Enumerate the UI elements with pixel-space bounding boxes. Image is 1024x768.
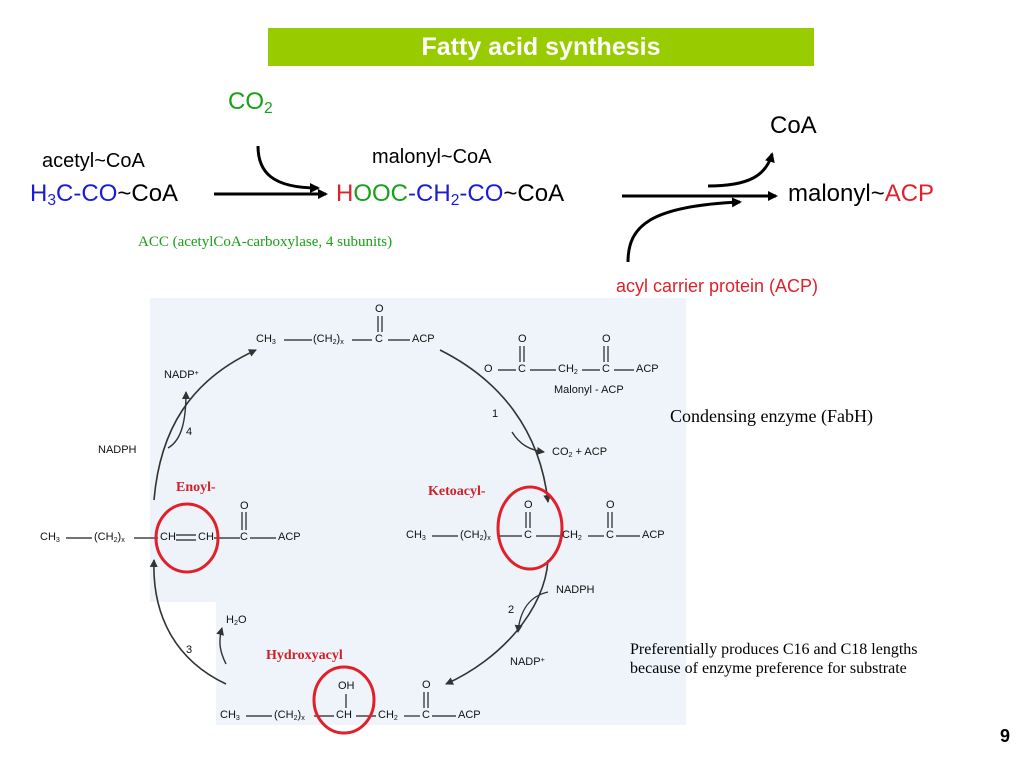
page-number: 9 [1000,726,1011,746]
hydroxy-row-ch: CH [336,709,352,721]
malonyl-acp-o-minus: O [484,363,493,375]
highlight-hydroxyacyl [312,665,376,735]
coa-out-label: CoA [770,112,817,139]
enoyl-row-acp: ACP [278,531,301,543]
step-3: 3 [186,644,193,656]
co2-label: CO2 [228,88,273,117]
figure-panel-bottom [216,600,686,725]
arrow-co2-in [256,145,320,193]
keto-row-o1: O [524,499,533,511]
malonyl-coa-label: malonyl~CoA [372,146,492,168]
hydroxy-row-oh: OH [338,680,355,692]
ketoacyl-label: Ketoacyl- [428,484,486,499]
condensing-enzyme-label: Condensing enzyme (FabH) [670,406,873,426]
acc-label: ACC (acetylCoA-carboxylase, 4 subunits) [138,234,393,250]
nadph-left: NADPH [98,444,137,456]
arrow-coa-out [707,152,775,188]
hydroxyacyl-label: Hydroxyacyl [266,648,343,663]
arrow-co2-acp-out [511,431,545,455]
malonyl-acp-struct-label: Malonyl - ACP [554,384,624,396]
keto-row-acp: ACP [642,529,665,541]
enoyl-row-c: C [240,531,248,543]
nadp-plus-bottom: NADP+ [510,655,545,668]
hydroxy-row-ch3: CH3 [220,709,240,722]
malonyl-acp-formula: malonyl~ACP [788,180,935,207]
cycle-arc-step1 [439,349,552,503]
top-row-ch2x: (CH2)x [313,333,344,346]
acp-label: acyl carrier protein (ACP) [616,276,819,296]
hydroxy-row-c: C [422,709,430,721]
enoyl-label: Enoyl- [176,480,216,495]
cycle-arc-step4 [153,349,257,501]
step-1: 1 [492,408,499,420]
highlight-ketoacyl [496,485,564,571]
enoyl-row-ch2x: (CH2)x [94,531,125,544]
highlight-enoyl [154,502,220,574]
page-title: Fatty acid synthesis [268,28,814,66]
keto-row-ch2x: (CH2)x [460,529,491,542]
step-2: 2 [508,604,515,616]
arrow-acp-in [626,197,742,263]
malonyl-acp-ch2: CH2 [558,363,578,376]
h2o-release: H2O [226,614,247,627]
malonyl-coa-formula: HOOC-CH2-CO~CoA [336,180,565,209]
keto-row-c2: C [606,529,614,541]
acetyl-coa-formula: H3C-CO~CoA [30,180,179,209]
enoyl-row-ch3: CH3 [40,531,60,544]
hydroxy-row-ch2: CH2 [378,709,398,722]
co2-acp-release: CO2 + ACP [552,446,608,459]
hydroxy-row-ch2x: (CH2)x [274,709,305,722]
top-row-o: O [375,303,384,315]
malonyl-acp-c1: C [518,363,526,375]
top-row-ch3: CH3 [256,333,276,346]
nadp-plus-top: NADP+ [164,368,199,381]
top-row-c: C [375,333,383,345]
malonyl-acp-o2: O [602,333,611,345]
hydroxy-row-o: O [422,679,431,691]
enoyl-row-o: O [240,500,249,512]
keto-row-ch2: CH2 [562,529,582,542]
malonyl-acp-acp: ACP [636,363,659,375]
arrow-nadph-nadp-left [167,391,190,449]
hydroxy-row-acp: ACP [458,709,481,721]
figure-panel-top [150,298,686,482]
top-row-acp: ACP [412,333,435,345]
arrow-nadph-in-right [514,591,549,633]
keto-row-ch3: CH3 [406,529,426,542]
keto-row-o2: O [606,499,615,511]
arrow-h2o-out [216,627,227,665]
malonyl-acp-c2: C [602,363,610,375]
malonyl-acp-o1: O [518,333,527,345]
enoyl-row-ch-b: CH [198,531,214,543]
cycle-arc-step3 [149,559,227,685]
enoyl-row-ch-a: CH [160,531,176,543]
figure-panel-mid [150,480,686,602]
keto-row-c1: C [524,529,532,541]
nadph-right: NADPH [556,584,595,596]
preference-note: Preferentially produces C16 and C18 leng… [630,641,918,677]
step-4: 4 [186,426,193,438]
acetyl-coa-label: acetyl~CoA [42,150,145,172]
